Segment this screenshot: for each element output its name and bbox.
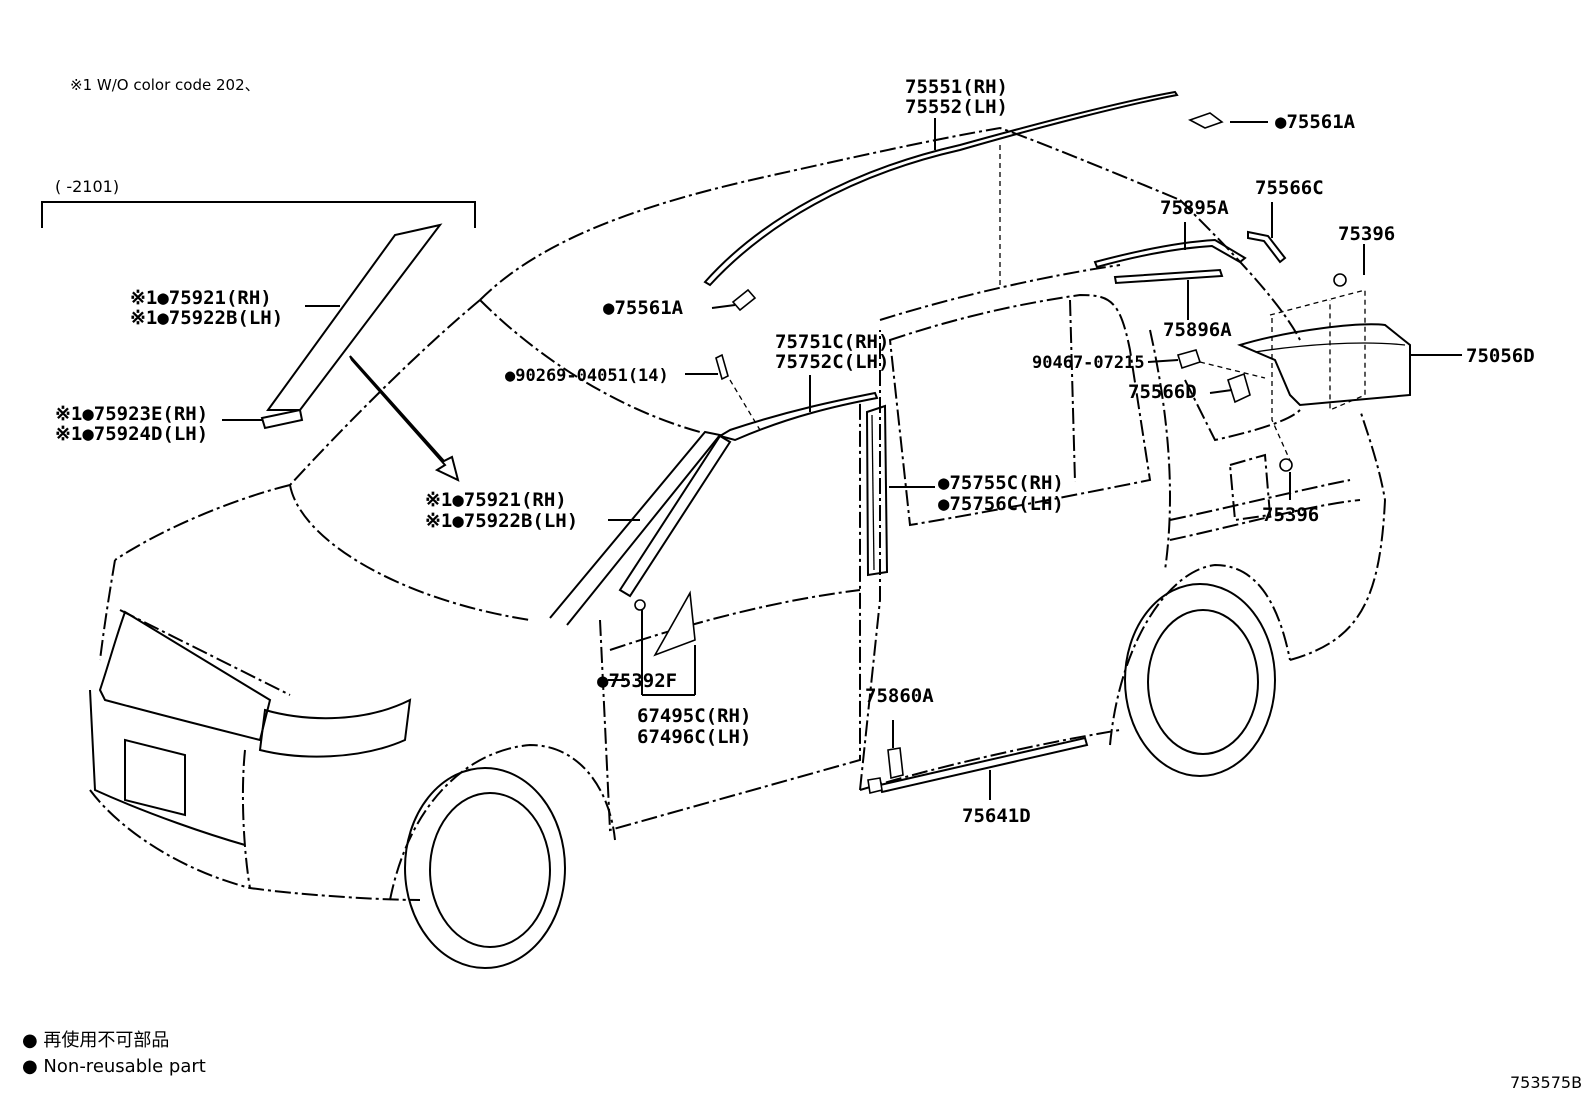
label-67495c: 67495C(RH)	[637, 705, 751, 727]
clip-75561a-mid-icon	[731, 288, 757, 312]
leader-lines	[41, 118, 1462, 800]
label-75860a: 75860A	[865, 685, 934, 707]
label-75756c: ●75756C(LH)	[938, 493, 1064, 515]
part-labels: ※1 W/O color code 202、 ( -2101) 75551(RH…	[22, 76, 1582, 1092]
legend-en: ● Non-reusable part	[22, 1056, 206, 1077]
clip-75396-mid-icon	[1279, 458, 1293, 472]
label-75895a: 75895A	[1160, 197, 1229, 219]
label-75924d: ※1●75924D(LH)	[55, 423, 208, 445]
label-75566d: 75566D	[1128, 381, 1197, 403]
label-75922b-bracket: ※1●75922B(LH)	[130, 307, 283, 329]
clip-75392f-icon	[634, 599, 646, 611]
bracket-75860a-icon	[887, 747, 904, 779]
bolt-90467-icon	[1176, 349, 1202, 370]
label-67496c: 67496C(LH)	[637, 726, 751, 748]
label-75056d: 75056D	[1466, 345, 1535, 367]
vehicle-outline	[89, 126, 1387, 969]
trim-parts	[260, 90, 1411, 794]
note-color-code: ※1 W/O color code 202、	[70, 76, 260, 94]
label-75561a-mid: ●75561A	[603, 297, 684, 319]
label-75896a: 75896A	[1163, 319, 1232, 341]
diagram-code: 753575B	[1510, 1073, 1582, 1092]
label-90467: 90467-07215	[1032, 353, 1145, 373]
label-90269: ●90269-04051(14)	[505, 366, 669, 386]
label-75921-bracket: ※1●75921(RH)	[130, 287, 272, 309]
clip-90269-icon	[715, 353, 729, 381]
clip-75396-top-icon	[1333, 273, 1347, 287]
stopper-icon	[867, 777, 883, 794]
label-75752c: 75752C(LH)	[775, 351, 889, 373]
bracket-label: ( -2101)	[55, 177, 119, 196]
label-75755c: ●75755C(RH)	[938, 472, 1064, 494]
label-75561a-top: ●75561A	[1275, 111, 1356, 133]
label-75551: 75551(RH)	[905, 76, 1008, 98]
label-75566c: 75566C	[1255, 177, 1324, 199]
label-75552: 75552(LH)	[905, 96, 1008, 118]
label-75396-mid: 75396	[1262, 504, 1319, 526]
label-75923e: ※1●75923E(RH)	[55, 403, 208, 425]
label-75921-main: ※1●75921(RH)	[425, 489, 567, 511]
legend-jp: ● 再使用不可部品	[22, 1030, 169, 1051]
bracket-75566d-icon	[1227, 372, 1251, 404]
label-75641d: 75641D	[962, 805, 1031, 827]
label-75751c: 75751C(RH)	[775, 331, 889, 353]
label-75392f: ●75392F	[597, 670, 677, 692]
label-75922b-main: ※1●75922B(LH)	[425, 510, 578, 532]
label-75396-top: 75396	[1338, 223, 1395, 245]
